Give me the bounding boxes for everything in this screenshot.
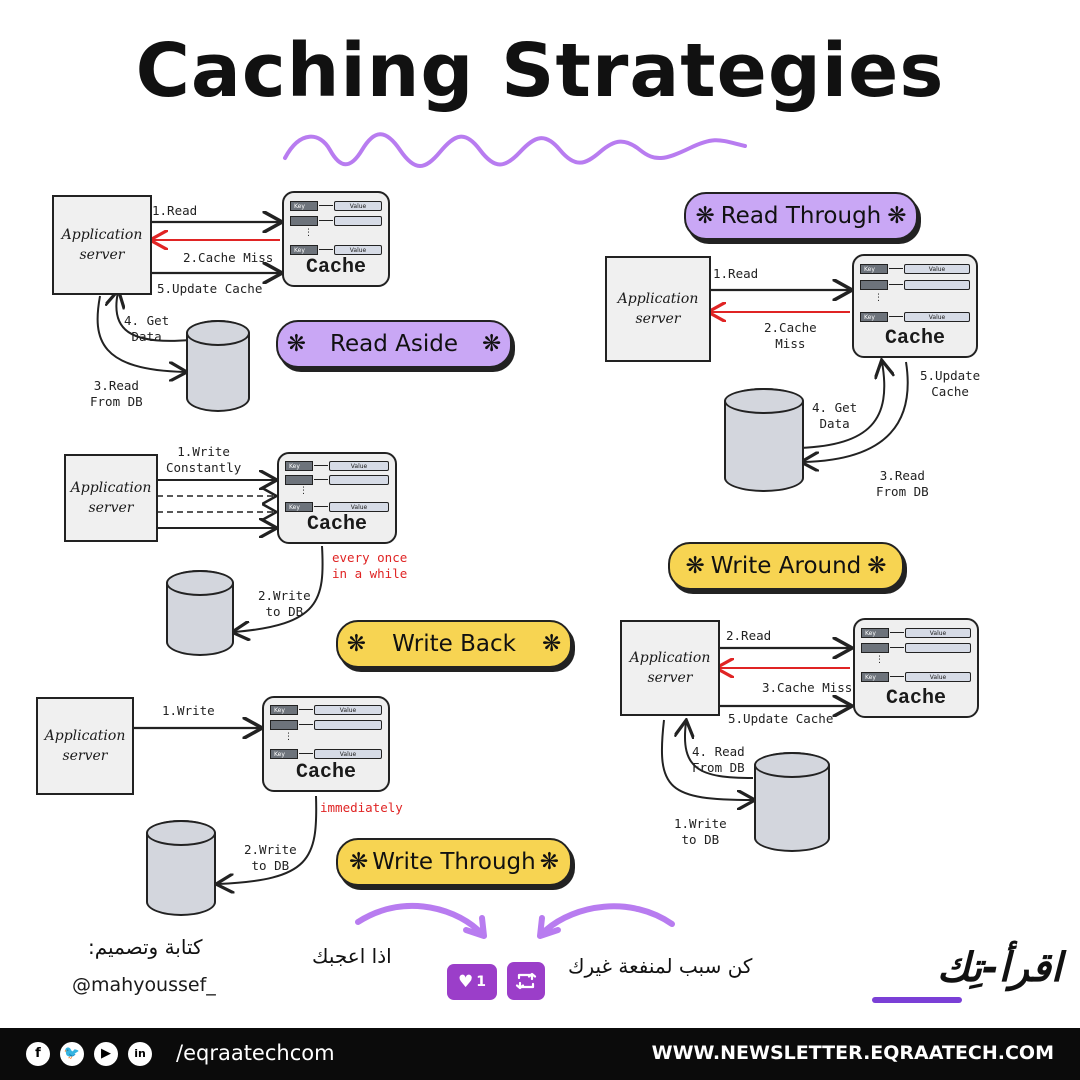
retweet-icon — [515, 972, 537, 990]
like-button[interactable]: ♥1 — [447, 964, 497, 1000]
retweet-button[interactable] — [507, 962, 545, 1000]
read-through-badge: ❋Read Through❋ — [684, 192, 918, 240]
read-aside-database — [186, 320, 250, 412]
page-title: Caching Strategies — [135, 28, 945, 114]
author-handle[interactable]: @mahyoussef_ — [72, 974, 216, 996]
write-around-database — [754, 752, 830, 852]
read-through-database — [724, 388, 804, 492]
if-you-like-text: اذا اعجبك — [312, 944, 392, 968]
write-around-step3: 3.Cache Miss — [762, 680, 853, 695]
write-through-badge: ❋Write Through❋ — [336, 838, 572, 886]
write-through-step1: 1.Write — [162, 703, 215, 718]
read-through-step1: 1.Read — [713, 266, 759, 281]
write-back-database — [166, 570, 234, 656]
read-aside-step1: 1.Read — [152, 203, 198, 218]
write-through-database — [146, 820, 216, 916]
facebook-icon[interactable]: f — [26, 1042, 50, 1066]
write-around-step2: 2.Read — [726, 628, 772, 643]
write-around-step5: 5.Update Cache — [728, 711, 834, 726]
write-around-badge: ❋Write Around❋ — [668, 542, 904, 590]
read-aside-badge: ❋Read Aside❋ — [276, 320, 512, 368]
social-handle[interactable]: /eqraatechcom — [176, 1041, 335, 1065]
youtube-icon[interactable]: ▶ — [94, 1042, 118, 1066]
twitter-icon[interactable]: 🐦 — [60, 1042, 84, 1066]
be-useful-text: كن سبب لمنفعة غيرك — [568, 954, 753, 978]
footer-bar: f 🐦 ▶ in /eqraatechcom WWW.NEWSLETTER.EQ… — [0, 1028, 1080, 1080]
newsletter-website-link[interactable]: WWW.NEWSLETTER.EQRAATECH.COM — [651, 1042, 1054, 1064]
brand-logo: اقرأ-تِك — [862, 945, 1062, 1015]
connector-arrows — [96, 0, 909, 939]
author-label: كتابة وتصميم: — [88, 935, 203, 959]
write-back-badge: ❋Write Back❋ — [336, 620, 572, 668]
read-aside-step2: 2.Cache Miss — [183, 250, 274, 265]
linkedin-icon[interactable]: in — [128, 1042, 152, 1066]
write-through-timing-note: immediately — [320, 800, 403, 815]
read-aside-step5: 5.Update Cache — [157, 281, 263, 296]
title-underline-squiggle — [283, 132, 747, 168]
heart-icon: ♥ — [458, 972, 474, 992]
